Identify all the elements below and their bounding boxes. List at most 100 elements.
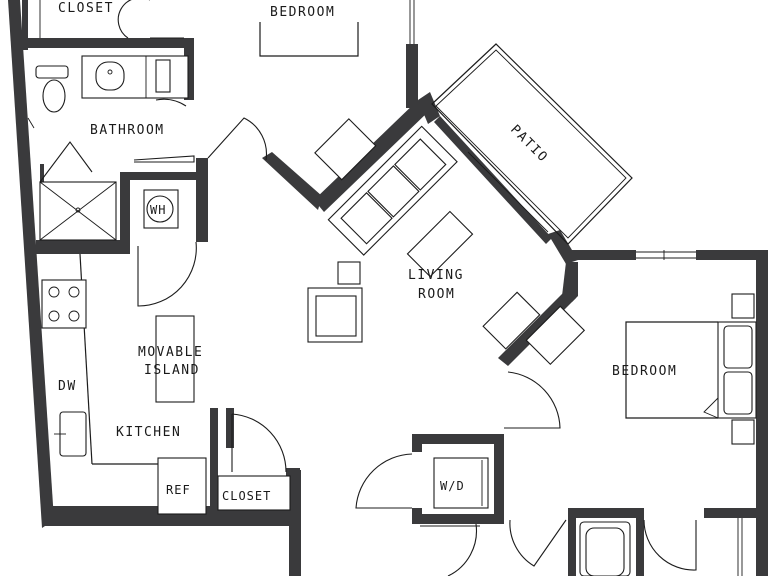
side-table: [337, 261, 361, 285]
walls: [8, 0, 768, 576]
nightstand-bottom: [731, 419, 755, 445]
label-wh: WH: [150, 203, 166, 217]
closet-top-door: [117, 0, 150, 39]
wall-wd-left: [412, 434, 422, 452]
bath-bottom-door: [447, 523, 478, 576]
label-bedroom-top: BEDROOM: [270, 5, 335, 20]
wd-door: [355, 453, 413, 509]
pillow-2: [723, 371, 753, 415]
label-movable: MOVABLE: [138, 345, 203, 360]
living-furniture: [307, 118, 586, 429]
vanity-cabinet: [155, 59, 171, 93]
nightstand-top: [731, 293, 755, 319]
water-heater: [146, 195, 174, 223]
wall-living-diag-top: [314, 100, 428, 212]
label-ref: REF: [166, 483, 191, 497]
wall-bath2-top: [568, 508, 644, 518]
burner-2: [68, 286, 80, 298]
bath-door-arc: [155, 98, 187, 107]
label-closet-top: CLOSET: [58, 1, 114, 16]
sofa-cushion-2: [367, 165, 420, 218]
wall-bath-bottom: [36, 240, 130, 250]
shower-door: [39, 141, 93, 183]
patio-outline: [431, 43, 633, 245]
wall-bath2-mid: [636, 508, 644, 576]
coffee-table: [406, 210, 474, 278]
laundry: [355, 453, 567, 576]
wh-door: [137, 241, 197, 307]
bed-right: [625, 321, 718, 419]
range: [41, 279, 87, 329]
label-living: LIVING: [408, 268, 464, 283]
wall-left-exterior: [8, 0, 54, 528]
wall-kitchen-top: [36, 248, 130, 254]
label-bedroom-right: BEDROOM: [612, 364, 677, 379]
label-kitchen: KITCHEN: [116, 425, 181, 440]
hall-door: [509, 519, 567, 567]
closet2-box: [217, 475, 291, 511]
wall-patio-diag: [434, 116, 552, 244]
desk-1: [482, 291, 541, 350]
island: [155, 315, 195, 403]
toilet-bowl: [42, 79, 66, 113]
bathtub-inner: [585, 527, 625, 576]
wall-bed2-top-right: [696, 250, 768, 260]
wall-bath-right: [184, 38, 194, 100]
label-dw: DW: [58, 379, 77, 394]
wall-wh-top: [120, 172, 208, 180]
toilet-tank: [35, 65, 69, 79]
sink-drain: [107, 69, 113, 75]
wall-closet-left: [22, 0, 28, 50]
sink: [95, 61, 125, 91]
desk-2: [525, 305, 586, 366]
wall-bed2-diag: [498, 290, 576, 366]
wall-closet2-top: [226, 408, 234, 448]
label-room: ROOM: [418, 287, 455, 302]
label-wd: W/D: [440, 479, 465, 493]
pillow-1: [723, 325, 753, 369]
wall-bath2-top-r: [704, 508, 760, 518]
shower-drain: [75, 207, 81, 213]
room-labels: CLOSET BEDROOM BATHROOM WH PATIO LIVING …: [58, 1, 677, 503]
bed-top: [259, 22, 359, 57]
end-table: [314, 118, 377, 181]
washer-dryer: [433, 457, 489, 509]
bedroom-top-door: [207, 117, 267, 161]
wall-wd-bottom: [412, 514, 504, 524]
sofa-cushion-1: [340, 192, 393, 245]
armchair-seat: [315, 295, 357, 337]
bed-sheet-fold: [703, 397, 719, 419]
wall-closet-top: [24, 38, 194, 48]
label-patio: PATIO: [507, 122, 551, 166]
wall-wd-left-low: [412, 508, 422, 524]
wall-bedroom-right: [406, 44, 418, 108]
wall-bedroom-diag: [262, 152, 322, 210]
closet2-door: [231, 413, 287, 473]
sofa-cushion-3: [394, 138, 447, 191]
wall-bottom-kitchen: [42, 506, 300, 526]
wall-bed2-top-left: [566, 250, 636, 260]
wall-wd-right: [494, 434, 504, 524]
burner-1: [48, 286, 60, 298]
wall-patio-left: [418, 92, 440, 124]
label-island: ISLAND: [144, 363, 200, 378]
kitchen-fixtures: [41, 253, 291, 515]
patio-inner: [435, 49, 627, 239]
bathroom-fixtures: [27, 0, 197, 307]
wall-wd-top: [412, 434, 504, 444]
wall-wh-left: [120, 178, 130, 250]
wall-bath2-left: [568, 508, 576, 576]
burner-3: [48, 310, 60, 322]
label-bathroom: BATHROOM: [90, 123, 165, 138]
wall-wh-right: [196, 158, 208, 242]
windows: [39, 0, 743, 576]
wall-closet2-left: [210, 408, 218, 508]
patio-door-line: [467, 151, 549, 233]
shower-diag-2: [39, 181, 117, 241]
towel-bar: [27, 117, 35, 129]
wall-bed2-right: [756, 250, 768, 576]
bed2-door: [504, 371, 561, 429]
label-closet-bottom: CLOSET: [222, 489, 271, 503]
patio-area: [431, 43, 633, 245]
